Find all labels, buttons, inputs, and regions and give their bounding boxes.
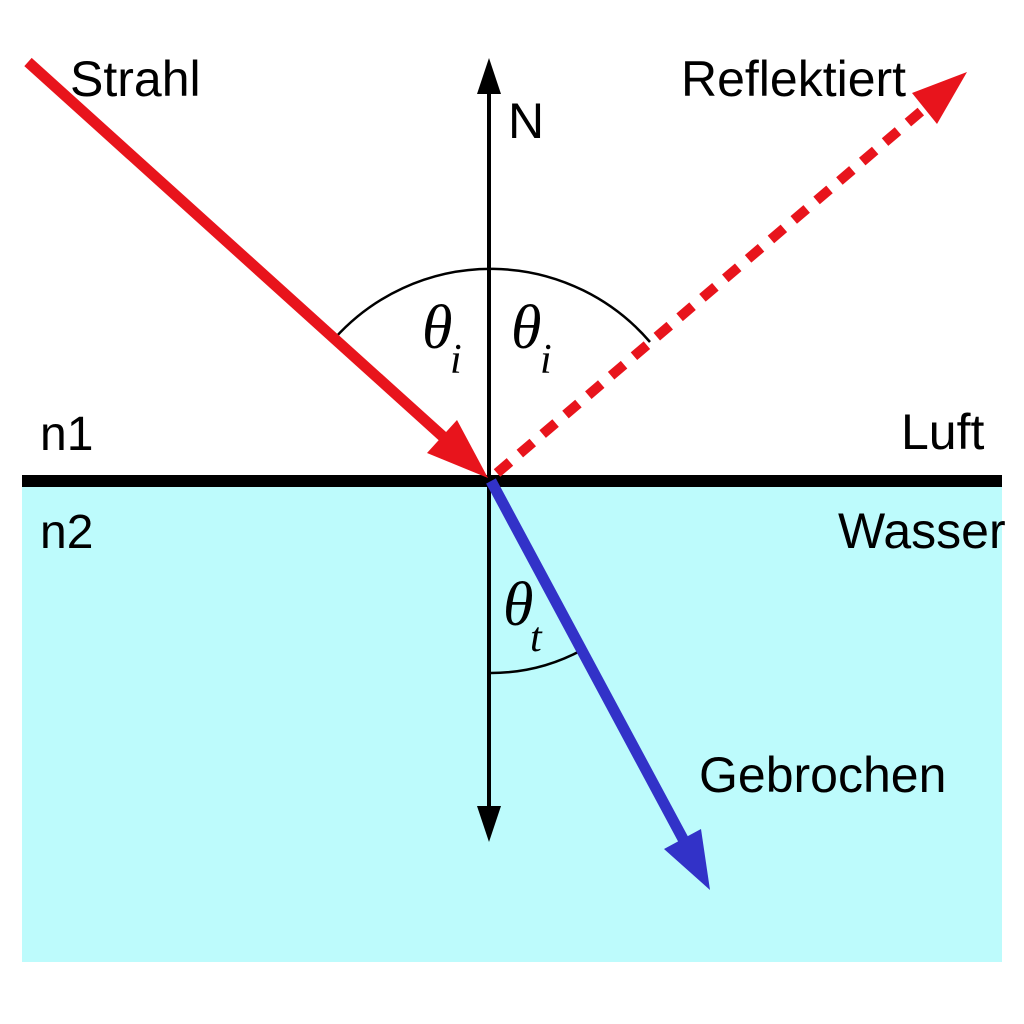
refraction-angle-arc [490,648,583,675]
reflected-ray [493,104,929,477]
normal-arrow-down-icon [477,806,501,842]
reflection-angle-subscript: i [540,337,552,383]
reflected-ray-arrowhead-icon [912,72,967,124]
refracted-ray-arrowhead-icon [664,829,710,890]
incident-ray-label: Strahl [70,51,201,107]
refractive-index-top-label: n1 [40,408,93,461]
reflected-ray-label: Reflektiert [681,51,906,107]
refracted-ray-label: Gebrochen [699,747,946,803]
interface-line [22,475,1002,487]
incident-ray-arrowhead-icon [427,420,488,478]
incidence-angle-subscript: i [450,337,462,383]
reflection-angle-symbol: θ [511,294,541,362]
refracted-ray [486,478,695,855]
water-region [22,487,1002,962]
incidence-angle-symbol: θ [422,294,452,362]
refractive-index-bottom-label: n2 [40,506,93,559]
normal-arrow-up-icon [477,58,501,94]
normal-label: N [508,93,544,149]
medium-bottom-label: Wasser [838,503,1006,559]
incident-ray [24,57,454,448]
incidence-angle-arc [334,267,651,343]
medium-top-label: Luft [901,404,985,460]
refraction-angle-symbol: θ [503,571,533,639]
refraction-angle-subscript: t [530,615,543,661]
